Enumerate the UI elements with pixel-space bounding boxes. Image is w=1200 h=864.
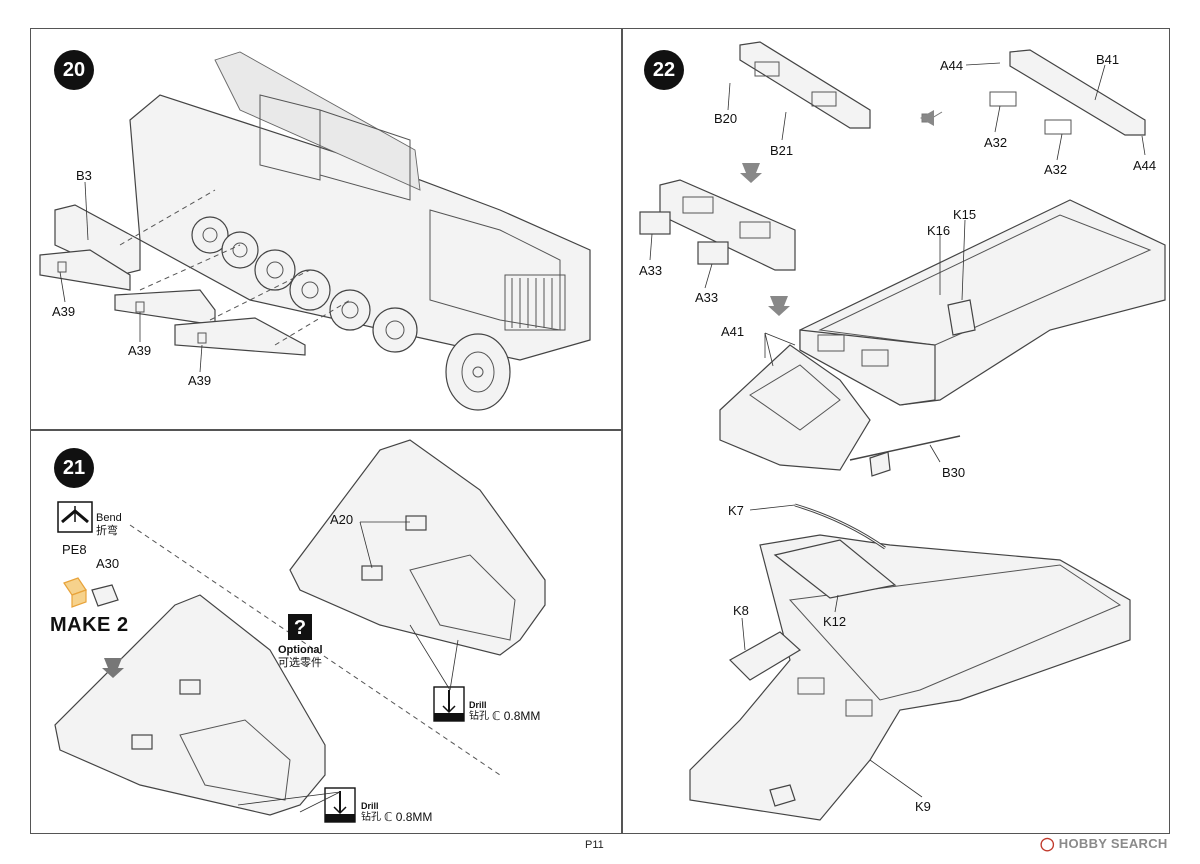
part-label-k9: K9 [915, 799, 931, 814]
part-label-a44: A44 [1133, 158, 1157, 173]
drill-label-en: Drill [469, 700, 487, 710]
part-label-a20: A20 [330, 512, 354, 527]
part-label-a44: A44 [940, 58, 964, 73]
page-number: P11 [585, 839, 604, 851]
watermark-text: HOBBY SEARCH [1058, 836, 1168, 851]
drill-label-cn: 钻孔 [361, 812, 381, 823]
part-label-a30: A30 [96, 556, 120, 571]
part-label-k12: K12 [823, 614, 847, 629]
part-label-k8: K8 [733, 603, 749, 618]
part-label-k7: K7 [728, 503, 744, 518]
make-2-note: MAKE 2 [50, 614, 129, 636]
part-label-pe8: PE8 [62, 542, 87, 557]
step20-vehicle-drawing [39, 51, 591, 411]
part-label-b41: B41 [1096, 52, 1120, 67]
drill-label-en: Drill [361, 801, 379, 811]
part-label-a39: A39 [128, 343, 152, 358]
drill-size: ℂ 0.8MM [384, 810, 433, 824]
optional-label-en: Optional [278, 644, 323, 656]
part-label-k15: K15 [953, 207, 977, 222]
step-21-badge: 21 [54, 448, 94, 488]
drill-size: ℂ 0.8MM [492, 709, 541, 723]
bend-label-cn: 折弯 [96, 525, 118, 537]
part-label-a39: A39 [188, 373, 212, 388]
part-label-a41: A41 [721, 324, 745, 339]
bend-label-en: Bend [96, 512, 122, 524]
step21-plates-drawing: ? [54, 439, 546, 823]
step-20-badge: 20 [54, 50, 94, 90]
panel-step-21 [30, 430, 622, 834]
part-label-k16: K16 [927, 223, 951, 238]
part-label-a32: A32 [984, 135, 1008, 150]
part-label-b30: B30 [942, 465, 966, 480]
part-label-a32: A32 [1044, 162, 1068, 177]
step22-hull-drawing [639, 41, 1166, 821]
part-label-b3: B3 [76, 168, 92, 183]
part-label-b20: B20 [714, 111, 738, 126]
panel-step-20 [30, 28, 622, 430]
part-label-b21: B21 [770, 143, 794, 158]
optional-label-cn: 可选零件 [278, 657, 322, 669]
part-label-a39: A39 [52, 304, 76, 319]
step-22-badge: 22 [644, 50, 684, 90]
part-label-a33: A33 [639, 263, 663, 278]
part-label-a33: A33 [695, 290, 719, 305]
hobby-search-logo-icon: ◯ [1040, 836, 1055, 851]
hobby-search-watermark: ◯ HOBBY SEARCH [1040, 836, 1168, 852]
svg-text:?: ? [294, 617, 306, 639]
drill-label-cn: 钻孔 [469, 711, 489, 722]
panel-step-22 [622, 28, 1170, 834]
